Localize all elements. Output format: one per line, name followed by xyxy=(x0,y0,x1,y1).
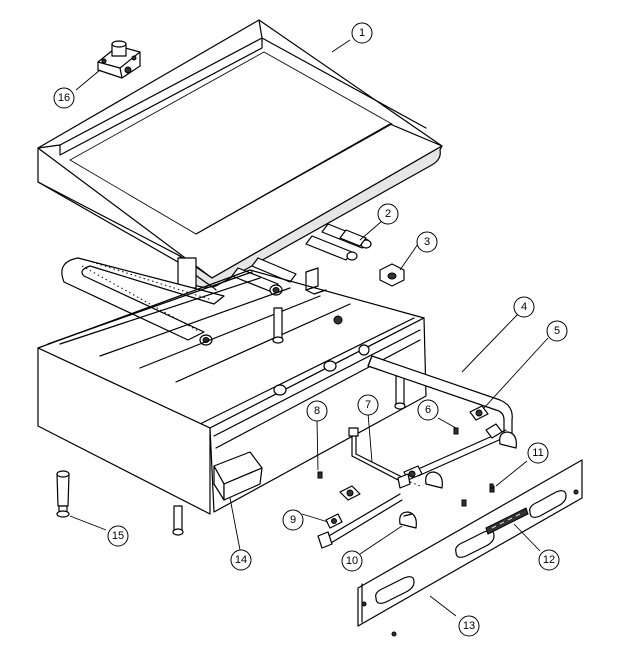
callout-4-label: 4 xyxy=(521,301,527,313)
part-valve-5 xyxy=(469,405,489,421)
callout-12: 12 xyxy=(538,549,560,571)
callout-9-label: 9 xyxy=(290,514,296,526)
callout-4: 4 xyxy=(513,296,535,318)
callout-6-label: 6 xyxy=(425,404,431,416)
callout-5: 5 xyxy=(546,320,568,342)
callout-3: 3 xyxy=(416,231,438,253)
callout-2: 2 xyxy=(377,203,399,225)
part-screw-6 xyxy=(453,427,459,435)
callout-3-label: 3 xyxy=(424,236,430,248)
callout-14: 14 xyxy=(230,549,252,571)
part-front-panel xyxy=(357,459,583,637)
callout-11-label: 11 xyxy=(532,447,543,459)
callout-1-label: 1 xyxy=(359,27,365,39)
part-adjustable-leg xyxy=(56,470,70,518)
callout-10-label: 10 xyxy=(346,555,358,567)
part-valve-row xyxy=(403,423,517,489)
part-fastener-11 xyxy=(489,483,494,489)
callout-14-label: 14 xyxy=(235,554,247,566)
callout-15: 15 xyxy=(107,525,129,547)
callout-12-label: 12 xyxy=(543,554,555,566)
part-grease-drawer xyxy=(213,451,263,501)
part-griddle-plate xyxy=(37,19,443,291)
leader-lines xyxy=(69,39,549,617)
part-pilot-tube xyxy=(348,427,411,489)
callout-7-label: 7 xyxy=(365,399,371,411)
callout-2-label: 2 xyxy=(385,208,391,220)
part-legs xyxy=(172,307,406,536)
part-vent-12 xyxy=(485,507,529,535)
callout-15-label: 15 xyxy=(112,530,124,542)
callout-1: 1 xyxy=(351,22,373,44)
callout-16: 16 xyxy=(53,87,75,109)
callout-9: 9 xyxy=(282,509,304,531)
part-valve-9 xyxy=(317,485,403,549)
callout-7: 7 xyxy=(357,394,379,416)
part-knob-10 xyxy=(399,511,417,529)
callout-10: 10 xyxy=(341,550,363,572)
part-orifice-3 xyxy=(379,263,405,287)
part-bracket xyxy=(305,267,327,295)
callout-8: 8 xyxy=(306,400,328,422)
part-screw-8 xyxy=(317,471,323,479)
callout-6: 6 xyxy=(417,399,439,421)
callout-16-label: 16 xyxy=(58,92,70,104)
callout-5-label: 5 xyxy=(554,325,560,337)
part-burner-tube-2 xyxy=(339,229,367,247)
callout-13: 13 xyxy=(458,615,480,637)
callout-11: 11 xyxy=(527,442,549,464)
callout-13-label: 13 xyxy=(463,620,475,632)
part-pressure-regulator xyxy=(97,40,141,79)
callout-8-label: 8 xyxy=(314,405,320,417)
